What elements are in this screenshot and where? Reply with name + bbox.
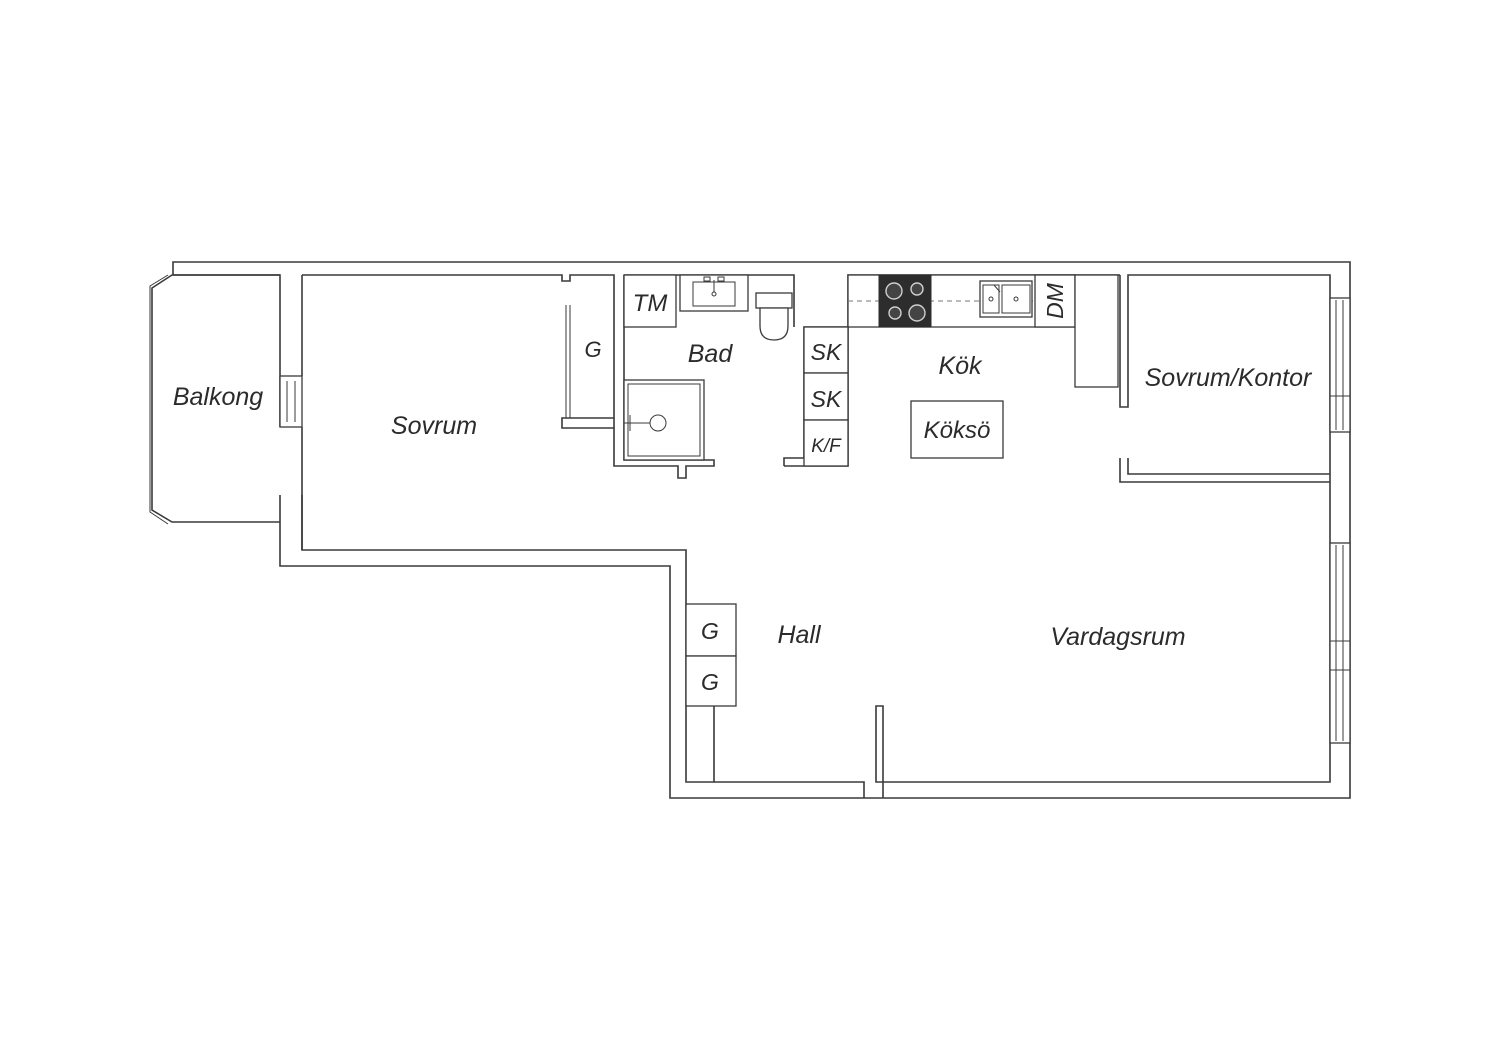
room-labels: Balkong Sovrum Bad Kök Sovrum/Kontor Hal…: [173, 340, 1313, 651]
dishwasher: [1034, 274, 1076, 328]
windows: [1329, 297, 1351, 744]
label-koksö: Köksö: [924, 417, 991, 444]
room-label-bad: Bad: [688, 340, 734, 368]
washing-machine: [623, 274, 677, 328]
cabinet-sk-1: [803, 326, 849, 374]
kitchen-sink-icon: [979, 280, 1033, 318]
label-g-hall-2: G: [701, 669, 719, 695]
room-label-sovrum-kontor: Sovrum/Kontor: [1145, 364, 1313, 392]
room-label-hall: Hall: [777, 621, 822, 649]
outer-walls: [172, 261, 1351, 799]
balcony: [149, 274, 280, 525]
balcony-door: [279, 375, 303, 428]
bathroom-fixtures: [623, 274, 793, 461]
room-label-sovrum: Sovrum: [391, 412, 477, 440]
wardrobe-2: [685, 655, 737, 707]
label-tm: TM: [633, 290, 668, 317]
label-sk-1: SK: [811, 339, 843, 365]
label-g-hall-1: G: [701, 618, 719, 644]
kitchen-fixtures: [803, 274, 1119, 467]
kitchen-island: [910, 400, 1004, 459]
room-label-balkong: Balkong: [173, 383, 263, 411]
label-g-sovrum: G: [584, 337, 601, 362]
fridge-freezer: [803, 419, 849, 467]
hall-wardrobes: [685, 603, 737, 707]
room-label-kok: Kök: [938, 352, 983, 380]
cabinet-sk-2: [803, 372, 849, 421]
kitchen-cabinet: [1074, 274, 1119, 388]
toilet-icon: [755, 292, 793, 341]
label-sk-2: SK: [811, 386, 843, 412]
label-kf: K/F: [811, 436, 842, 457]
shower-icon: [623, 379, 705, 461]
fixture-labels: TM G SK SK K/F DM Köksö G G: [584, 282, 1068, 695]
room-label-vardagsrum: Vardagsrum: [1050, 623, 1185, 651]
label-dm: DM: [1042, 282, 1068, 319]
stove-icon: [878, 274, 932, 328]
